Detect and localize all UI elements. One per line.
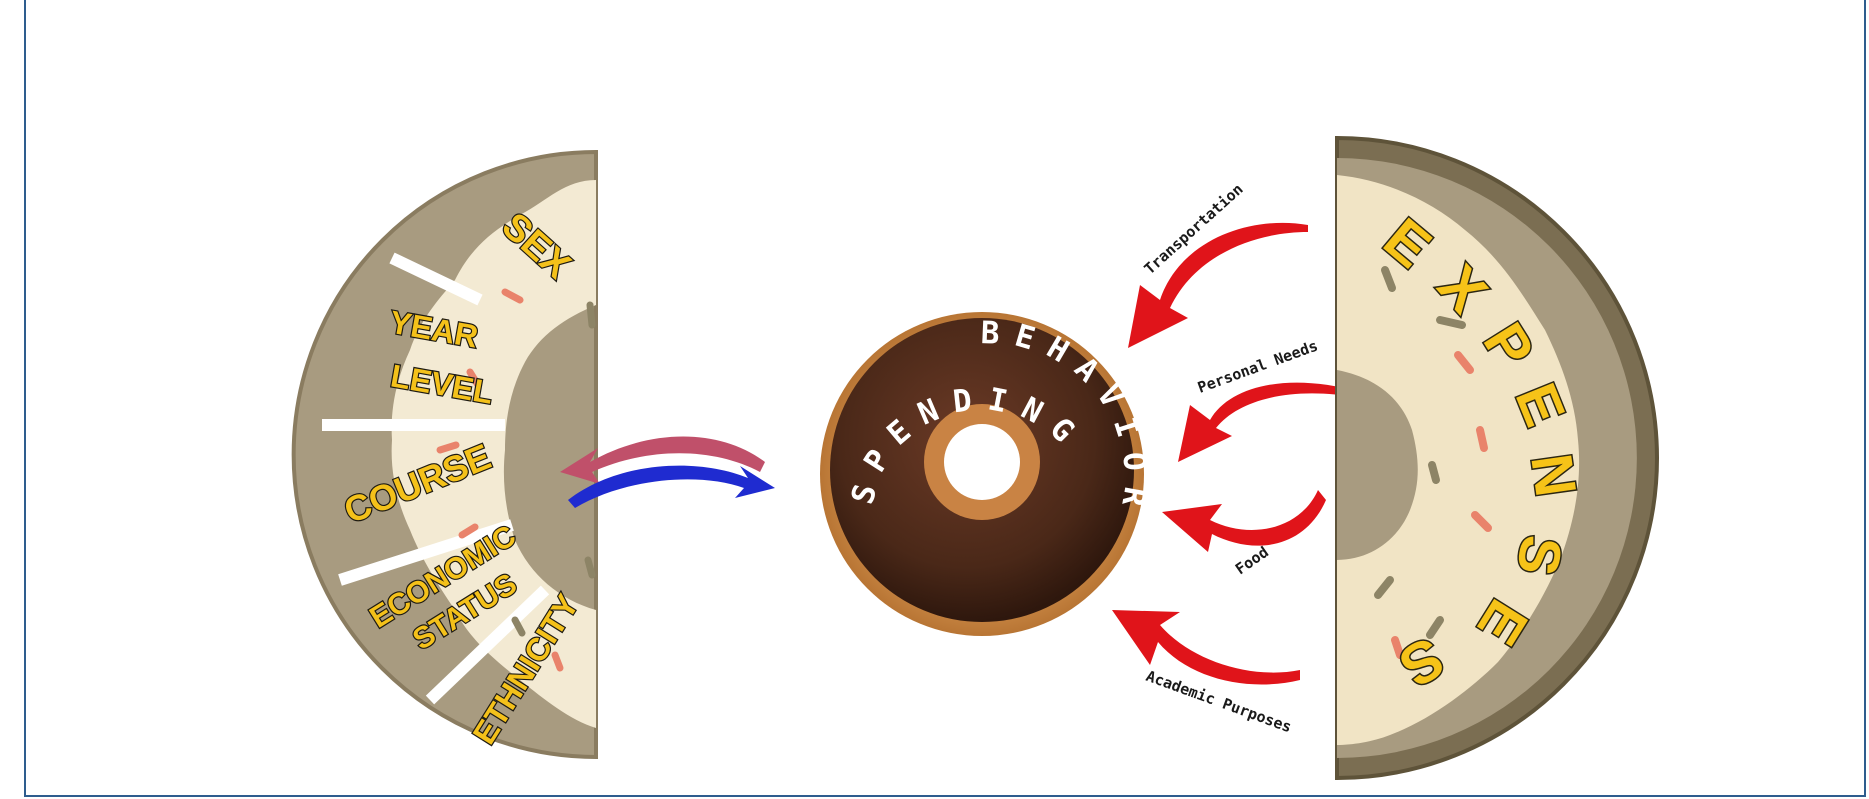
bidirectional-arrow (560, 436, 775, 508)
diagram-frame (24, 0, 1866, 797)
expense-labels: Transportation Personal Needs Food Acade… (1141, 180, 1321, 736)
arrow-food (1162, 490, 1326, 552)
arrow-transportation (1128, 222, 1308, 348)
expenses-half-donut: E X P E N S E S (1335, 135, 1659, 781)
expense-sprinkles (1374, 266, 1492, 659)
factors-half-donut: SEX YEAR LEVEL COURSE ECONOMIC STATUS ET… (291, 149, 598, 760)
arrow-to-factors (560, 436, 765, 484)
factor-dividers (322, 252, 550, 705)
factor-sprinkles (436, 288, 596, 672)
donut-hole (944, 424, 1020, 500)
expenses-letter-5: N (1518, 450, 1588, 501)
arrow-academic-purposes (1112, 610, 1300, 685)
expenses-frosting (1337, 175, 1580, 745)
arrow-to-donut (568, 465, 775, 508)
label-food: Food (1232, 543, 1272, 578)
spending-behavior-donut: SPENDING BEHAVIOR (820, 312, 1144, 636)
